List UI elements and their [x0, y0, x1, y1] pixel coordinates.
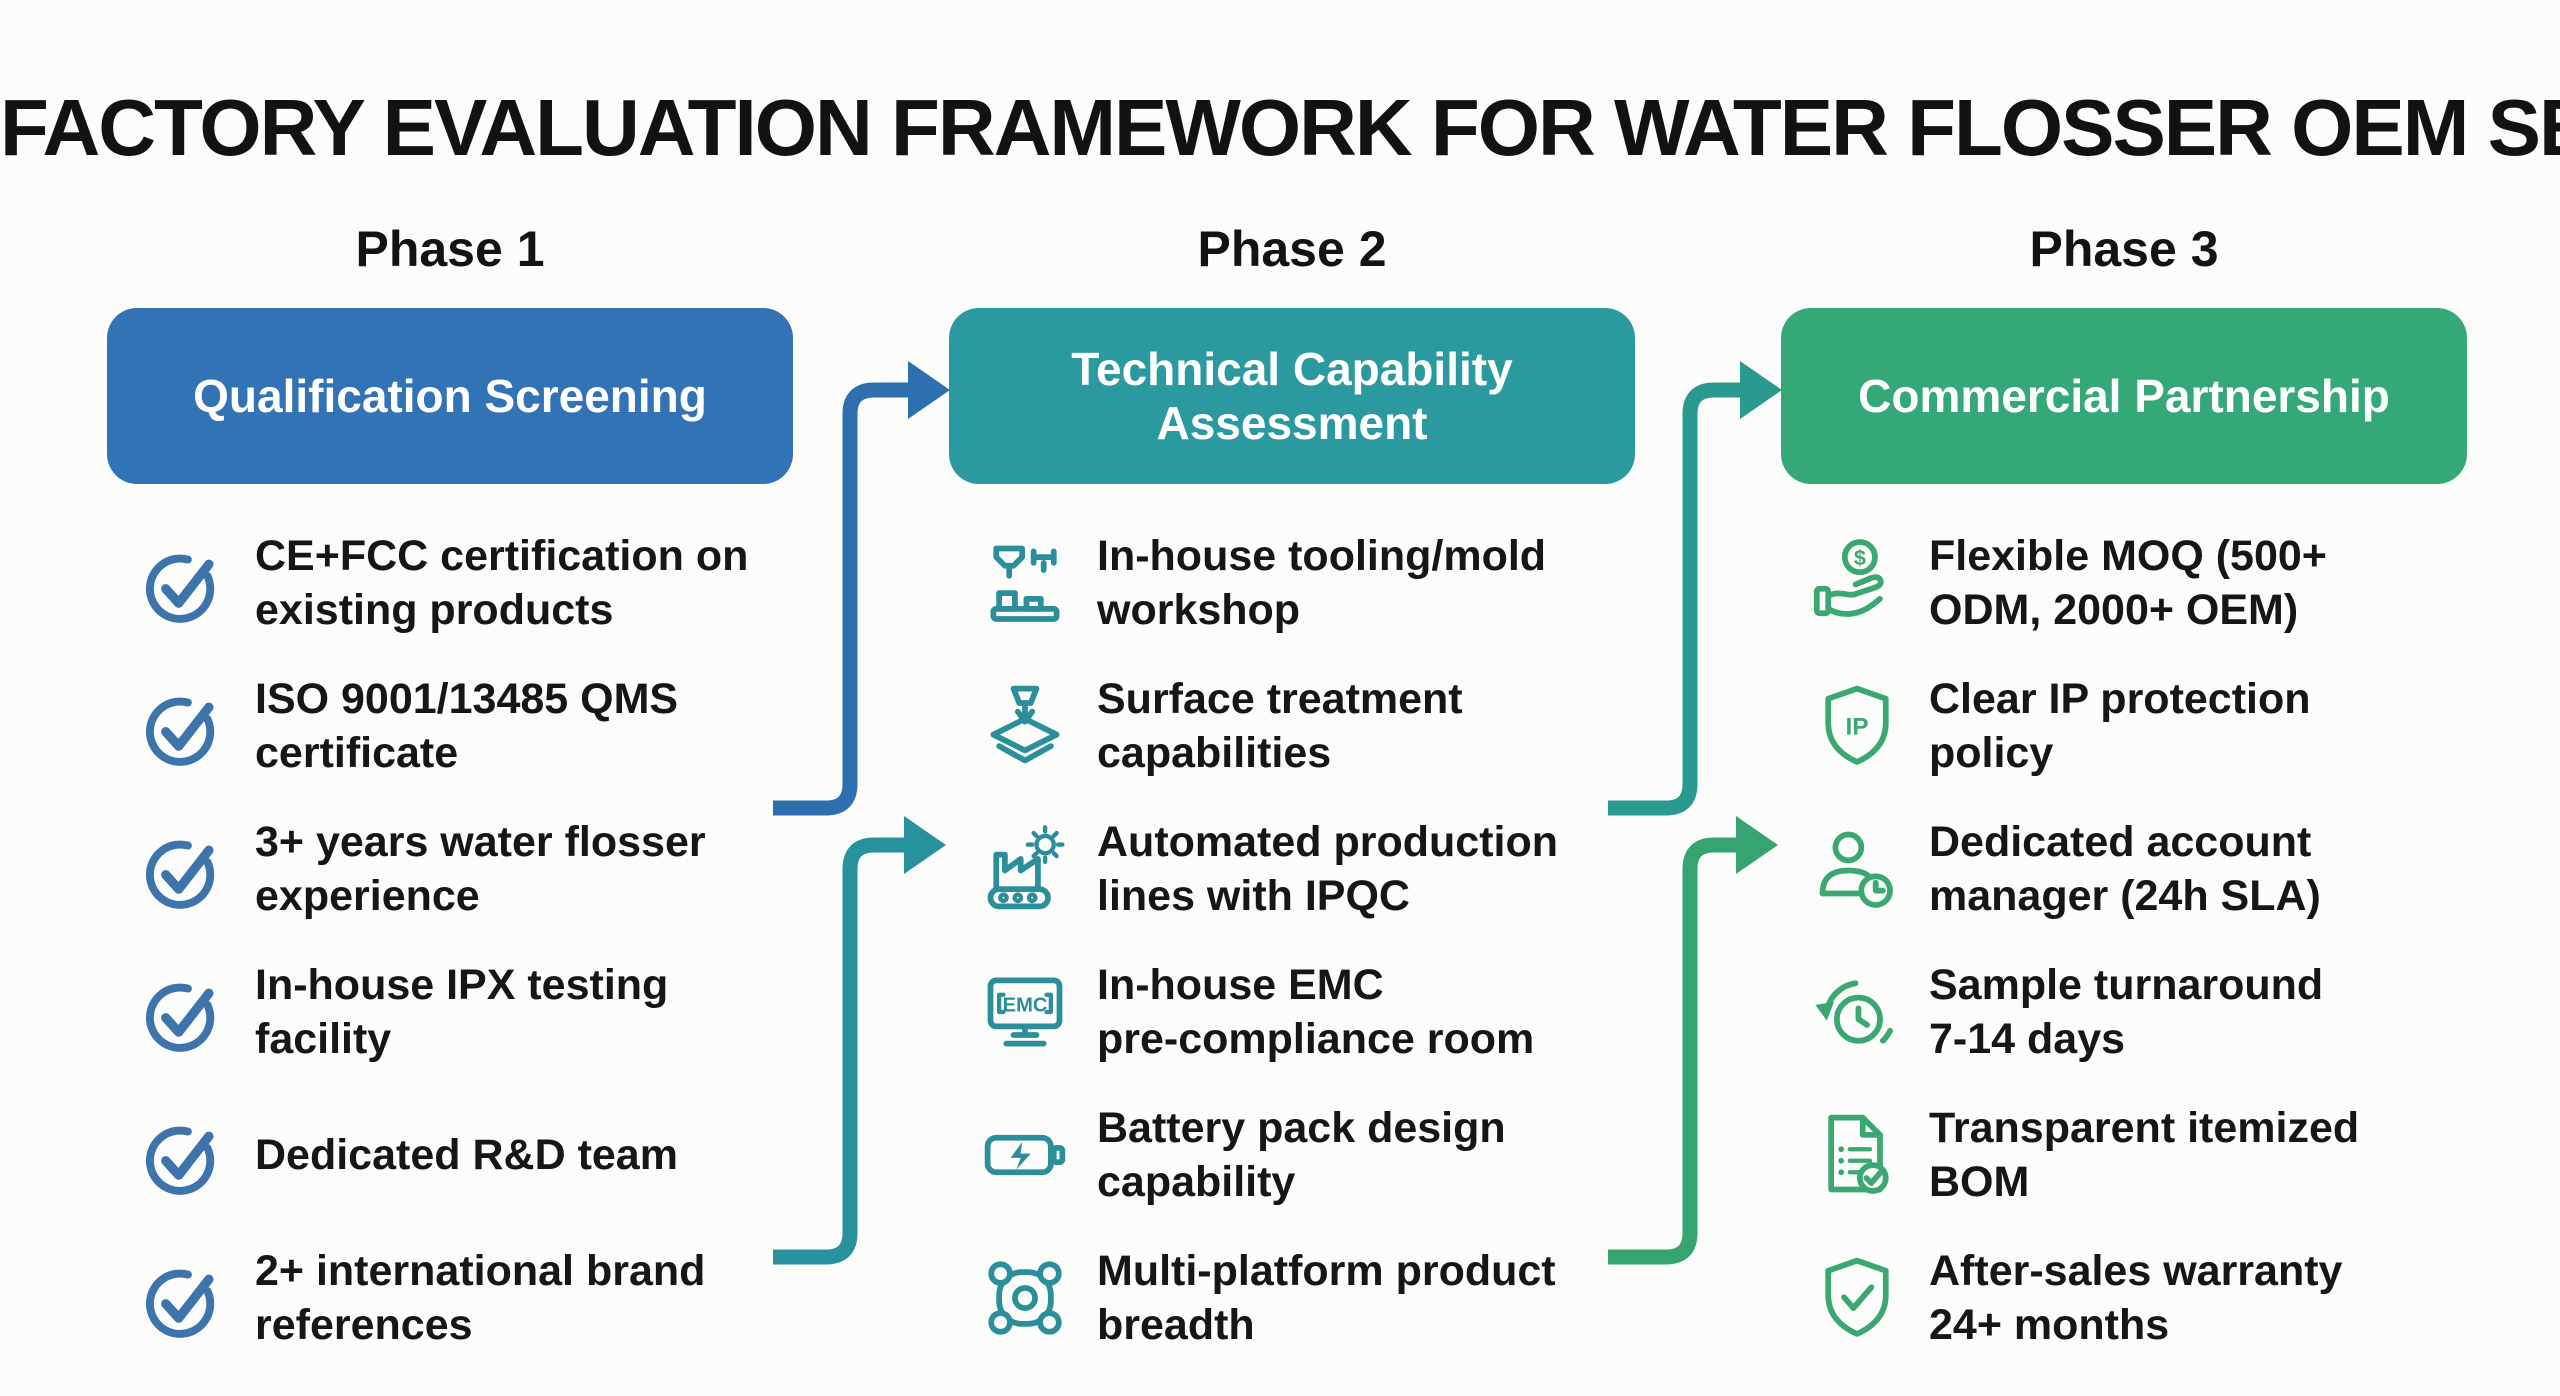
shield-ip-icon	[1811, 680, 1903, 772]
checklist-item-text: Flexible MOQ (500+ODM, 2000+ OEM)	[1929, 531, 2327, 634]
check-circle-icon	[137, 1109, 229, 1201]
phase-1-label: Phase 1	[355, 221, 545, 277]
page-title: FACTORY EVALUATION FRAMEWORK FOR WATER F…	[0, 83, 2560, 172]
phase-1-header-title: Qualification Screening	[193, 369, 707, 422]
checklist-item: Flexible MOQ (500+ODM, 2000+ OEM)	[1811, 525, 2451, 641]
arrowhead-icon	[904, 816, 946, 874]
check-circle-icon	[137, 1252, 229, 1344]
surface-treatment-icon	[979, 680, 1071, 772]
phase-2-header-title: Technical Capability Assessment	[1071, 342, 1513, 449]
check-circle-icon	[137, 537, 229, 629]
check-circle-icon	[137, 680, 229, 772]
check-circle-icon	[137, 966, 229, 1058]
phase-3-header-title: Commercial Partnership	[1858, 369, 2390, 422]
document-check-icon	[1811, 1109, 1903, 1201]
network-nodes-icon	[979, 1252, 1071, 1344]
coin-hand-icon	[1811, 537, 1903, 629]
shield-check-icon	[1811, 1252, 1903, 1344]
person-clock-icon	[1811, 823, 1903, 915]
connector-phase1-to-phase2-header	[773, 361, 950, 816]
phase-3-column: Phase 3 Commercial Partnership Flexible …	[1781, 220, 2467, 1396]
connector-phase1-to-phase2-items	[773, 816, 946, 1265]
clock-refresh-icon	[1811, 966, 1903, 1058]
tooling-machine-icon	[979, 537, 1071, 629]
checklist-item-text: Dedicated R&D team	[255, 1130, 678, 1179]
phase-3-label: Phase 3	[2029, 221, 2219, 277]
phase-2-label: Phase 2	[1197, 221, 1387, 277]
check-circle-icon	[137, 823, 229, 915]
factory-gear-icon	[979, 823, 1071, 915]
checklist-item: Dedicated R&D team	[137, 1097, 777, 1213]
phase-1-header-box: Qualification Screening	[107, 308, 793, 484]
arrowhead-icon	[1740, 361, 1782, 419]
phase-2-column: Phase 2 Technical Capability Assessment …	[949, 220, 1635, 1396]
arrowhead-icon	[1736, 816, 1778, 874]
arrowhead-icon	[908, 361, 950, 419]
emc-monitor-icon	[979, 966, 1071, 1058]
phase-3-header-box: Commercial Partnership	[1781, 308, 2467, 484]
phase-1-column: Phase 1 Qualification Screening CE+FCC c…	[107, 220, 793, 1396]
phase-2-header-box: Technical Capability Assessment	[949, 308, 1635, 484]
battery-bolt-icon	[979, 1109, 1071, 1201]
